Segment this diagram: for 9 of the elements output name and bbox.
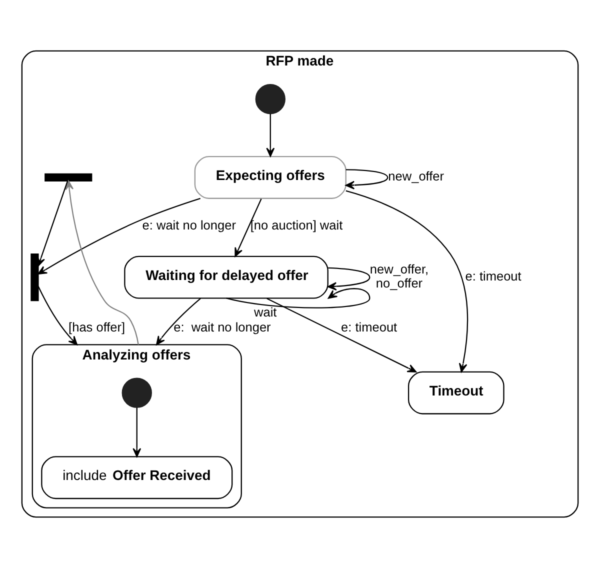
edge-label: e: timeout (465, 268, 522, 284)
edge-label: [has offer] (68, 319, 126, 334)
edge-label: e: timeout (341, 319, 398, 334)
edge-label: wait (254, 304, 277, 319)
edge-label: [no auction] wait (250, 216, 343, 232)
edge-label: new_offer (388, 168, 444, 184)
edge-label: new_offer, no_offer (370, 261, 429, 290)
edge-label: e: wait no longer (174, 319, 271, 334)
edge-label: e: wait no longer (142, 216, 236, 232)
